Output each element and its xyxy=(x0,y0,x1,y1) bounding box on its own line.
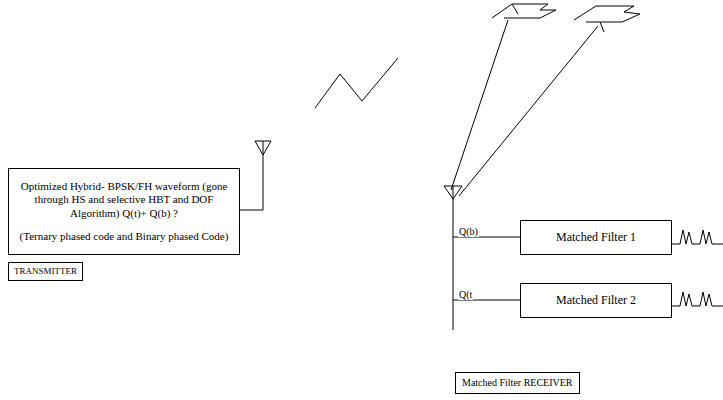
box-text: Matched Filter 2 xyxy=(556,293,636,307)
echo-path xyxy=(451,20,508,190)
box-text: TRANSMITTER xyxy=(14,266,77,277)
tx-antenna xyxy=(255,141,271,155)
transmitter-box: Optimized Hybrid- BPSK/FH waveform (gone… xyxy=(8,168,240,255)
box-note: (Ternary phased code and Binary phased C… xyxy=(20,230,229,243)
echo-path xyxy=(459,26,598,196)
radio-wave xyxy=(315,58,398,108)
filter-box: Matched Filter 1 xyxy=(520,220,672,255)
box-text: Matched Filter 1 xyxy=(556,230,636,244)
filter-box: Matched Filter 2 xyxy=(520,283,672,318)
caption-box: Matched Filter RECEIVER xyxy=(455,372,580,394)
signal-name: Q(t xyxy=(458,289,473,300)
aircraft xyxy=(492,4,556,18)
signal-name: Q(b) xyxy=(458,226,479,237)
rx-wire xyxy=(453,186,454,330)
aircraft xyxy=(574,6,640,32)
box-text: Matched Filter RECEIVER xyxy=(462,377,573,389)
box-text: Optimized Hybrid- BPSK/FH waveform (gone… xyxy=(17,180,231,220)
output-pulses xyxy=(672,292,723,306)
feed-wire xyxy=(240,141,263,210)
caption-box: TRANSMITTER xyxy=(8,262,83,281)
output-pulses xyxy=(672,230,723,244)
